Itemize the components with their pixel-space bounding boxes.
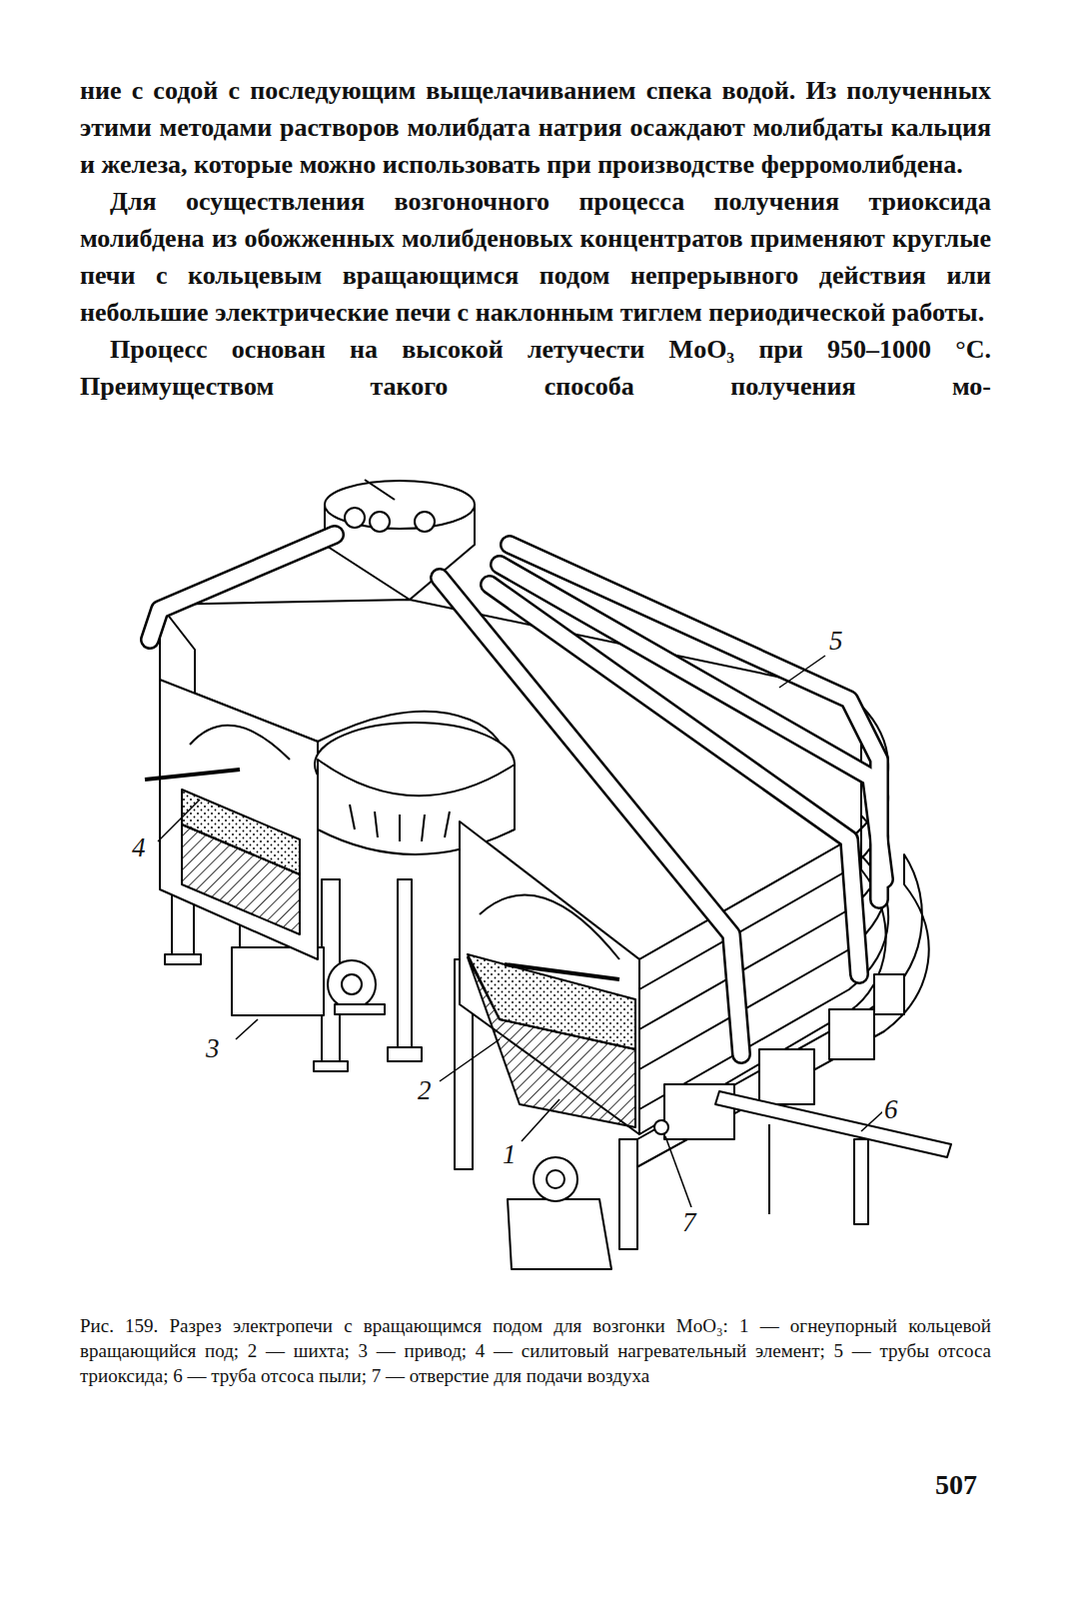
callout-number: 6	[882, 1093, 901, 1124]
figure-caption: Рис. 159. Разрез электропечи с вращающим…	[79, 1312, 992, 1388]
callout-number: 1	[500, 1138, 519, 1169]
callout-number: 7	[680, 1206, 699, 1237]
callout-number: 2	[415, 1075, 434, 1105]
page-number: 507	[935, 1468, 978, 1501]
body-paragraph: Процесс основан на высокой летучести MoO…	[79, 330, 992, 405]
body-paragraph: ние с содой с последующим выщелачиванием…	[79, 71, 992, 183]
callout-number: 4	[129, 832, 148, 863]
callout-number: 3	[203, 1033, 222, 1064]
callout-number: 5	[827, 625, 846, 656]
body-paragraph: Для осуществления возгоночного процесса …	[79, 182, 992, 331]
